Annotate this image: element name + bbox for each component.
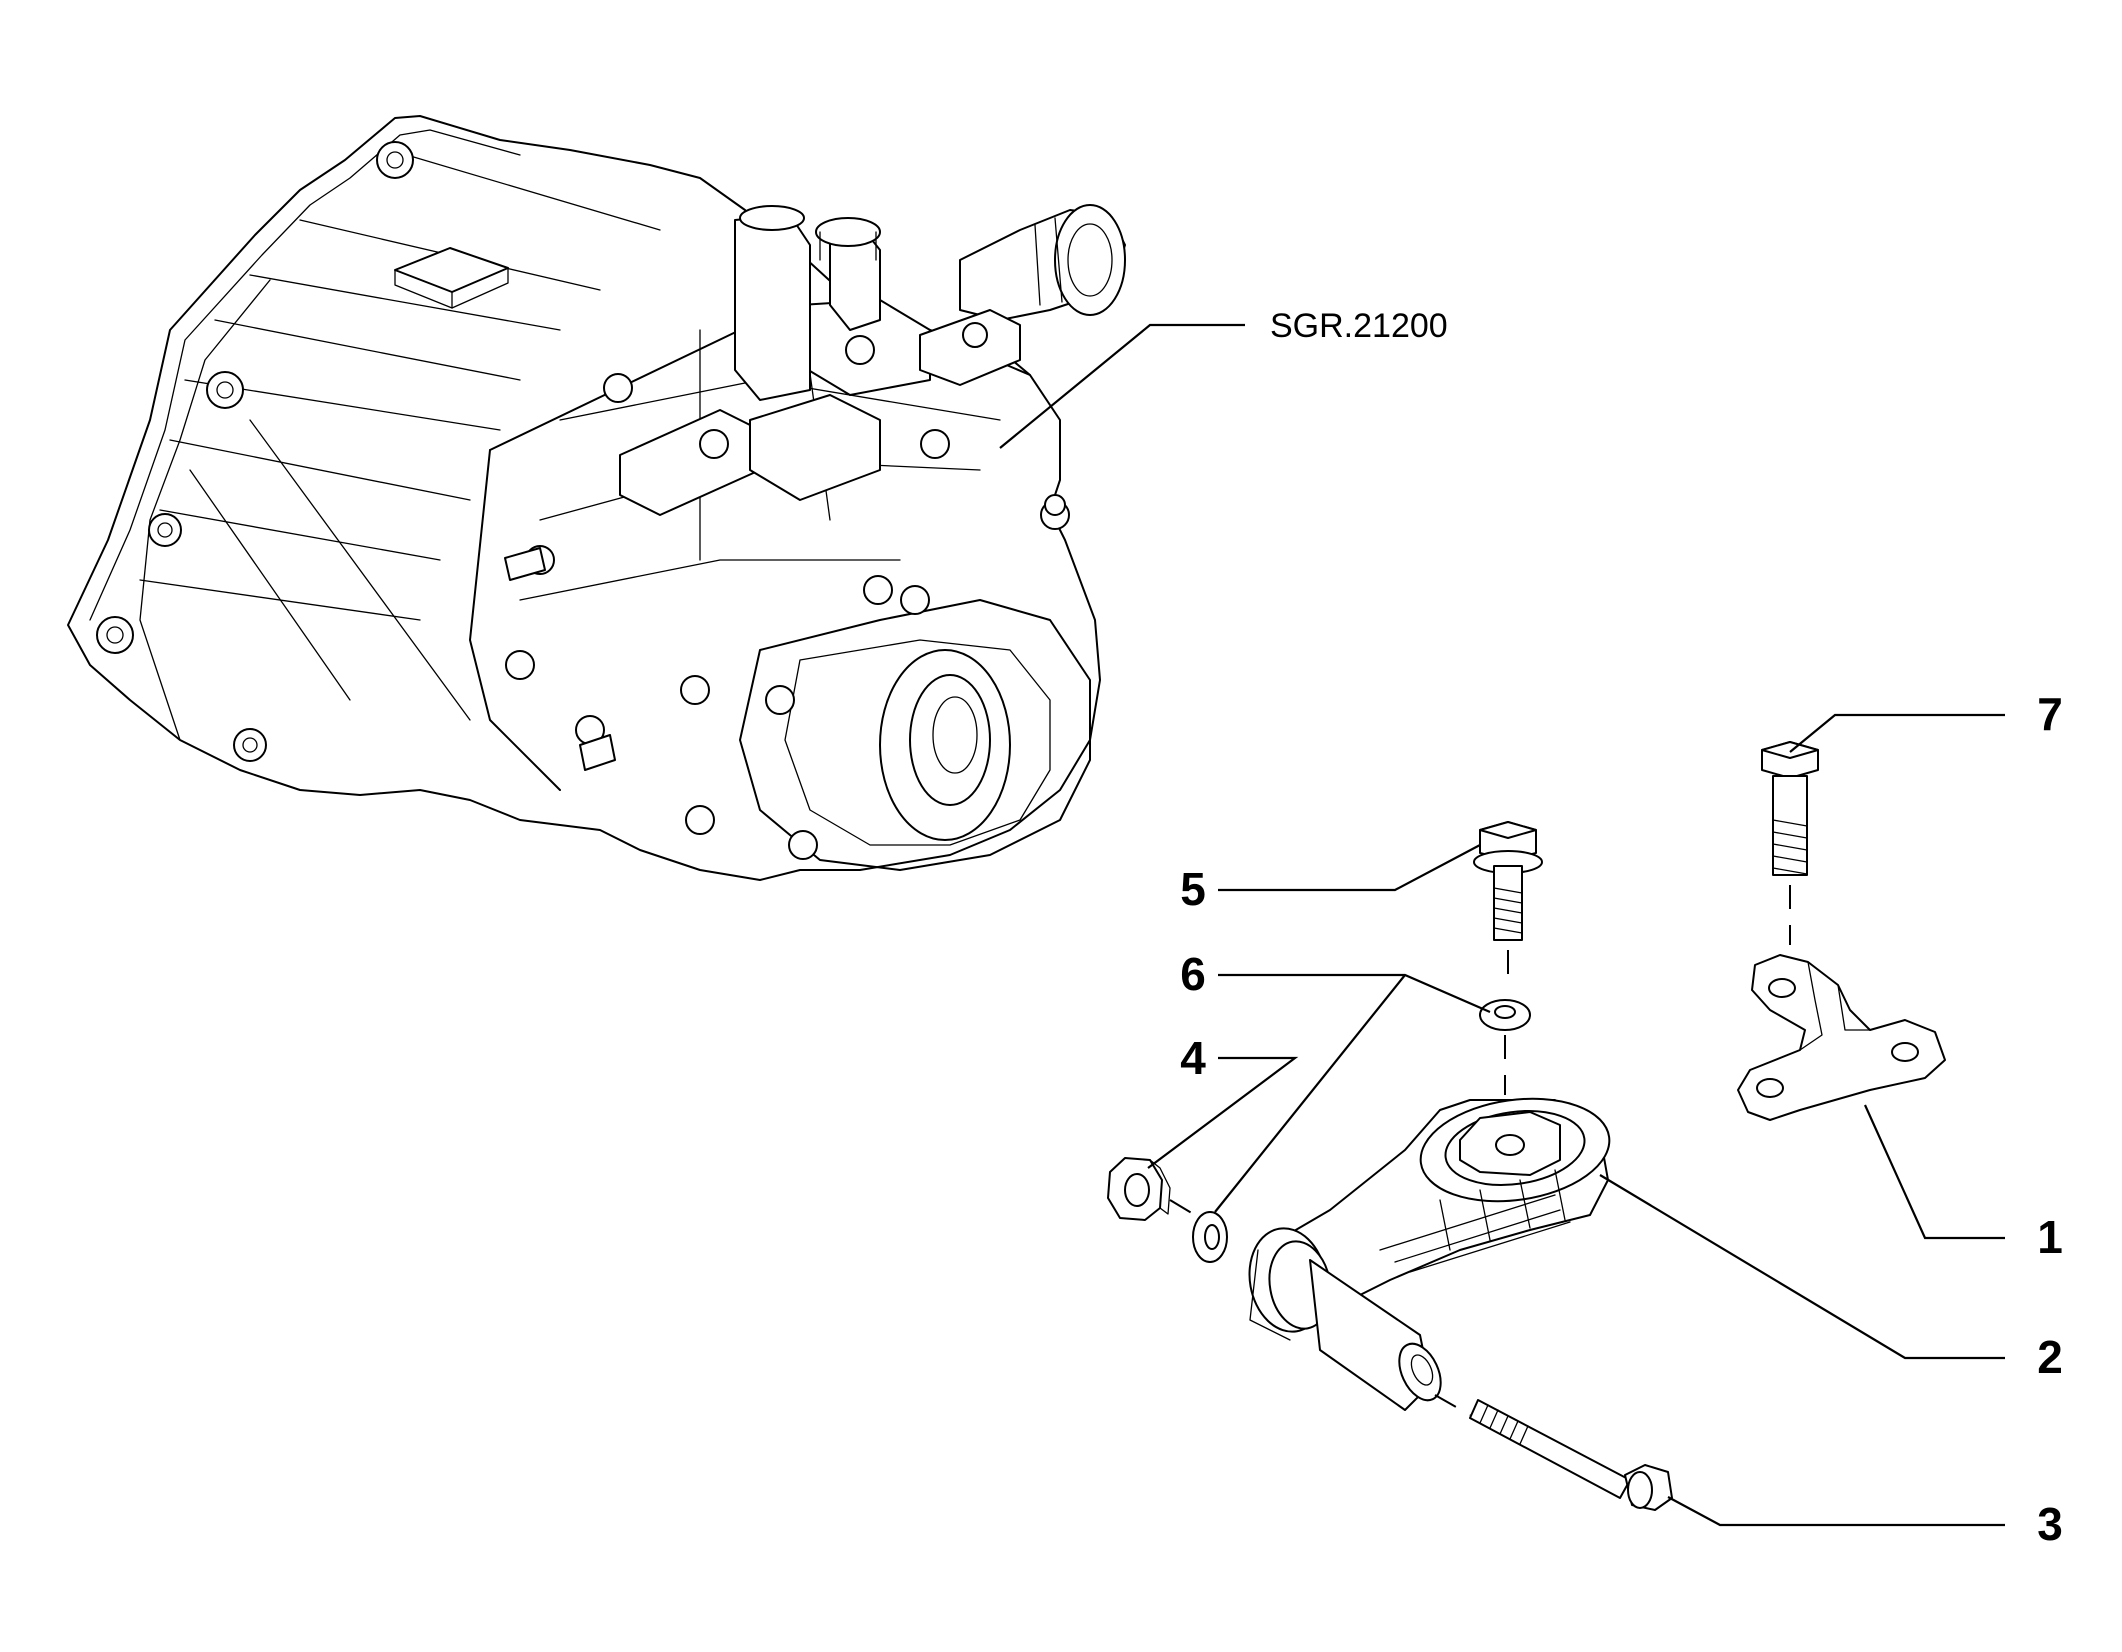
- part-1-bracket: [1737, 954, 1946, 1121]
- part-6-washer-upper: [1479, 999, 1531, 1031]
- part-5-flange-bolt: [1473, 821, 1543, 990]
- leader-5: [1218, 844, 1481, 892]
- housing-bolt: [505, 650, 535, 680]
- housing-bolt: [685, 805, 715, 835]
- callout-4: 4: [1180, 1032, 1206, 1084]
- housing-bolt: [920, 429, 950, 459]
- leader-6b: [1214, 974, 1406, 1213]
- reference-label: SGR.21200: [1270, 307, 1448, 345]
- callout-7: 7: [2037, 688, 2063, 740]
- callout-5: 5: [1180, 863, 1206, 915]
- housing-lug: [148, 513, 182, 547]
- leader-lines: [999, 323, 2005, 1527]
- housing-lug: [376, 141, 414, 179]
- leader-1: [1863, 1104, 2005, 1240]
- callout-3: 3: [2037, 1498, 2063, 1550]
- part-7-hex-bolt: [1761, 741, 1819, 945]
- callout-6: 6: [1180, 948, 1206, 1000]
- housing-bolt: [788, 830, 818, 860]
- callout-1: 1: [2037, 1211, 2063, 1263]
- housing-lug: [206, 371, 244, 409]
- housing-bolt: [603, 373, 633, 403]
- leader-2: [1599, 1174, 2005, 1360]
- leader-sgr: [999, 323, 1245, 449]
- part-2-torque-rod-mount: [1248, 1097, 1611, 1411]
- housing-bolt: [1044, 494, 1066, 516]
- housing-bolt: [699, 429, 729, 459]
- part-3-long-bolt: [1434, 1394, 1673, 1511]
- leader-6: [1218, 973, 1491, 1014]
- part-6-washer-lower: [1192, 1211, 1228, 1263]
- housing-bolt: [765, 685, 795, 715]
- gearbox-housing: [67, 115, 1126, 881]
- housing-bolt: [863, 575, 893, 605]
- leader-7: [1789, 713, 2005, 753]
- housing-bolt: [680, 675, 710, 705]
- callout-2: 2: [2037, 1331, 2063, 1383]
- housing-lug: [233, 728, 267, 762]
- housing-bolt: [900, 585, 930, 615]
- housing-lug: [96, 616, 134, 654]
- leader-4: [1147, 1056, 1299, 1169]
- part-4-hex-nut: [1107, 1157, 1196, 1221]
- housing-bolt: [845, 335, 875, 365]
- leader-3: [1667, 1496, 2005, 1527]
